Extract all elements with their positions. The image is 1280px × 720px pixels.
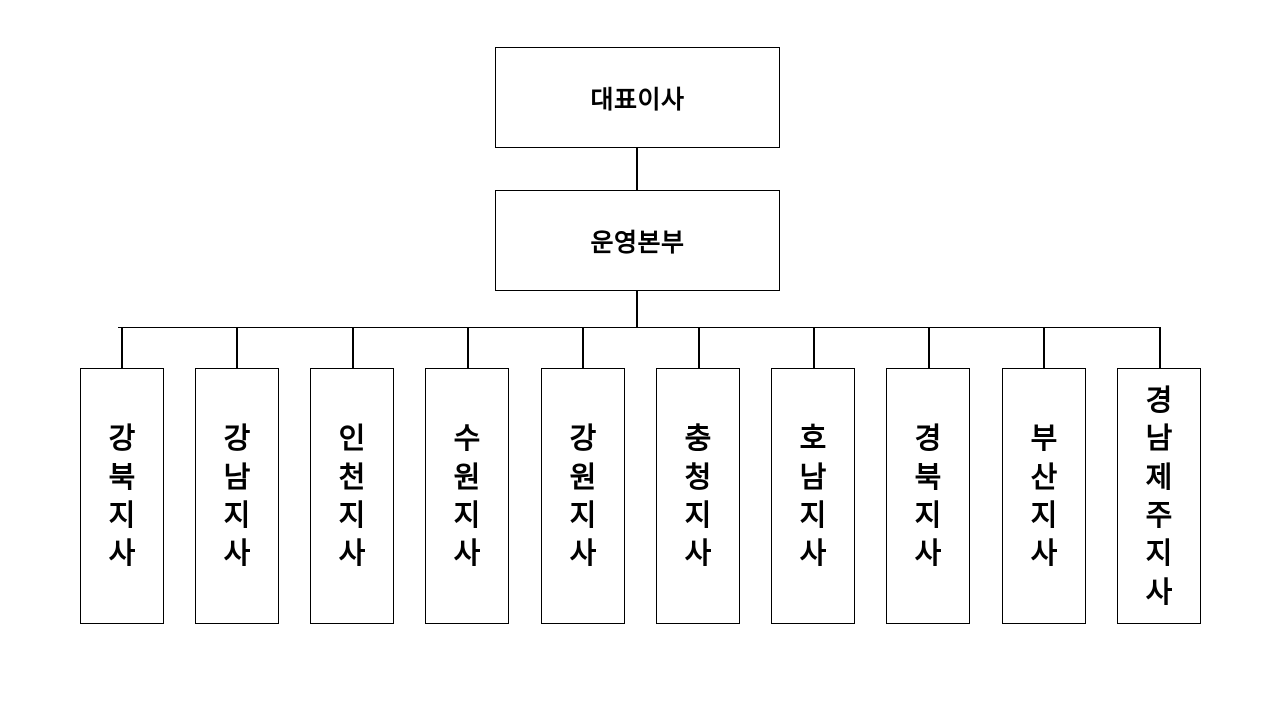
node-branch-honam-label: 호 남 지 사 [799, 421, 827, 571]
connector-stub-4 [467, 327, 469, 368]
node-branch-gangbuk[interactable]: 강 북 지 사 [80, 368, 164, 624]
connector-bus-horizontal [118, 326, 1161, 329]
node-branch-suwon-label: 수 원 지 사 [453, 421, 481, 571]
connector-stub-6 [698, 327, 700, 368]
node-branch-chungcheong-label: 충 청 지 사 [684, 421, 712, 571]
node-branch-gangnam[interactable]: 강 남 지 사 [195, 368, 279, 624]
connector-stub-8 [928, 327, 930, 368]
node-operations-hq[interactable]: 운영본부 [495, 190, 780, 291]
connector-stub-10 [1159, 327, 1161, 368]
connector-stub-5 [582, 327, 584, 368]
node-branch-suwon[interactable]: 수 원 지 사 [425, 368, 509, 624]
node-branch-gangnam-label: 강 남 지 사 [223, 421, 251, 571]
connector-stub-3 [352, 327, 354, 368]
node-branch-busan[interactable]: 부 산 지 사 [1002, 368, 1086, 624]
connector-ops-to-bus [636, 291, 638, 328]
node-branch-gangwon-label: 강 원 지 사 [569, 421, 597, 571]
connector-stub-7 [813, 327, 815, 368]
node-branch-incheon[interactable]: 인 천 지 사 [310, 368, 394, 624]
node-ceo[interactable]: 대표이사 [495, 47, 780, 148]
connector-stub-9 [1043, 327, 1045, 368]
node-branch-gyeongnam-jeju[interactable]: 경 남 제 주 지 사 [1117, 368, 1201, 624]
node-ceo-label: 대표이사 [590, 84, 685, 114]
connector-stub-2 [236, 327, 238, 368]
connector-ceo-to-ops [636, 148, 638, 190]
node-branch-gyeongbuk-label: 경 북 지 사 [914, 421, 942, 571]
node-branch-busan-label: 부 산 지 사 [1030, 421, 1058, 571]
node-operations-hq-label: 운영본부 [590, 227, 685, 257]
node-branch-gangwon[interactable]: 강 원 지 사 [541, 368, 625, 624]
node-branch-gyeongbuk[interactable]: 경 북 지 사 [886, 368, 970, 624]
node-branch-gangbuk-label: 강 북 지 사 [108, 421, 136, 571]
node-branch-chungcheong[interactable]: 충 청 지 사 [656, 368, 740, 624]
node-branch-incheon-label: 인 천 지 사 [338, 421, 366, 571]
node-branch-honam[interactable]: 호 남 지 사 [771, 368, 855, 624]
node-branch-gyeongnam-jeju-label: 경 남 제 주 지 사 [1145, 383, 1173, 609]
connector-stub-1 [121, 327, 123, 368]
